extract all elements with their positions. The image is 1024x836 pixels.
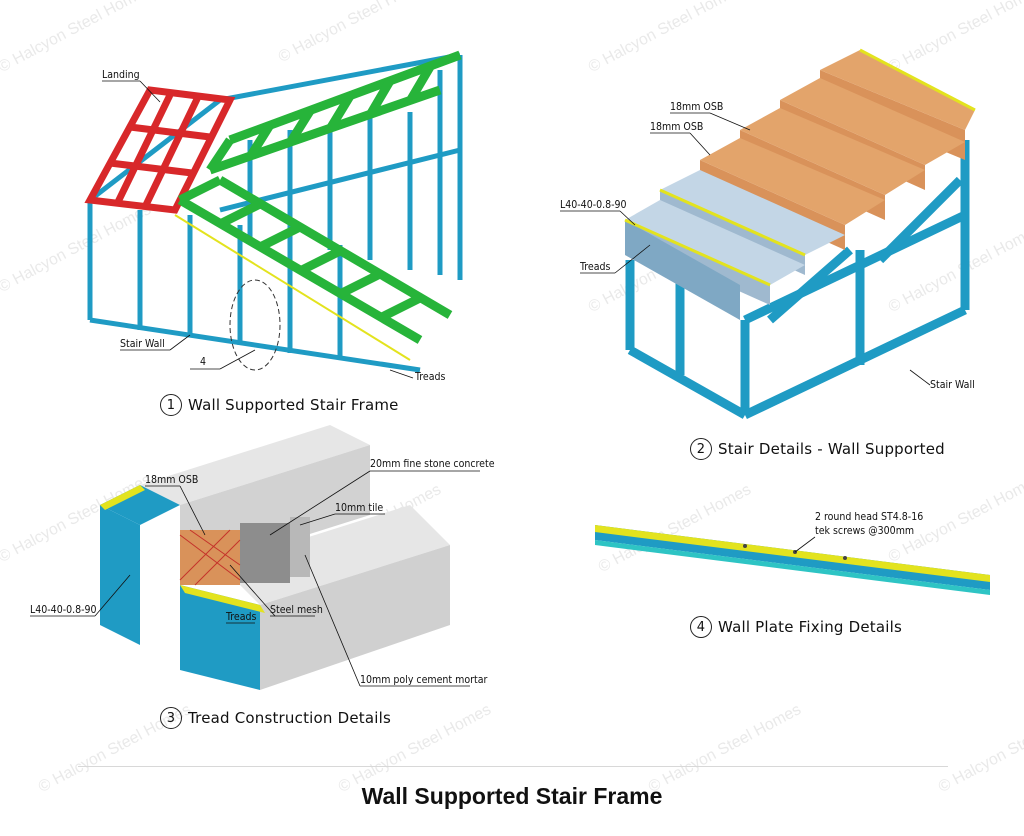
svg-text:10mm poly cement mortar: 10mm poly cement mortar bbox=[360, 674, 487, 686]
label-landing: Landing bbox=[102, 69, 161, 103]
page-title: Wall Supported Stair Frame bbox=[361, 783, 663, 809]
screw bbox=[843, 556, 847, 560]
svg-text:18mm OSB: 18mm OSB bbox=[670, 101, 723, 113]
caption-3: 3 Tread Construction Details bbox=[160, 707, 391, 729]
callout-4: 4 bbox=[190, 349, 256, 370]
wall-plate-illustration: 2 round head ST4.8-16 tek screws @300mm bbox=[595, 511, 990, 595]
divider bbox=[78, 766, 948, 767]
landing-frame bbox=[84, 86, 236, 214]
caption-1: 1 Wall Supported Stair Frame bbox=[160, 394, 399, 416]
svg-text:4: 4 bbox=[200, 356, 206, 368]
label-steel-mesh: Steel mesh bbox=[229, 564, 323, 617]
svg-text:Treads: Treads bbox=[579, 261, 610, 273]
caption-text: Stair Details - Wall Supported bbox=[718, 440, 945, 458]
concrete-section bbox=[240, 523, 290, 583]
label-mortar: 10mm poly cement mortar bbox=[304, 554, 487, 687]
label-stair-wall: Stair Wall bbox=[120, 334, 191, 351]
svg-text:10mm tile: 10mm tile bbox=[335, 502, 383, 514]
caption-number: 4 bbox=[690, 616, 712, 638]
label-angle: L40-40-0.8-90 bbox=[560, 199, 636, 226]
svg-text:Steel mesh: Steel mesh bbox=[270, 604, 323, 616]
grey-treads bbox=[625, 170, 845, 320]
label-concrete: 20mm fine stone concrete bbox=[269, 458, 495, 536]
caption-number: 3 bbox=[160, 707, 182, 729]
upper-flight bbox=[206, 50, 462, 175]
label-stair-wall: Stair Wall bbox=[909, 369, 975, 391]
panel-wall-supported-frame: Landing Stair Wall 4 Treads bbox=[80, 40, 480, 400]
svg-text:Landing: Landing bbox=[102, 69, 140, 81]
detail-4-marker bbox=[229, 279, 281, 371]
caption-text: Wall Plate Fixing Details bbox=[718, 618, 902, 636]
label-angle: L40-40-0.8-90 bbox=[30, 574, 131, 617]
svg-text:L40-40-0.8-90: L40-40-0.8-90 bbox=[560, 199, 627, 211]
svg-text:20mm fine stone concrete: 20mm fine stone concrete bbox=[370, 458, 495, 470]
screw bbox=[743, 544, 747, 548]
svg-text:Treads: Treads bbox=[225, 611, 256, 623]
label-treads: Treads bbox=[579, 244, 651, 274]
caption-number: 1 bbox=[160, 394, 182, 416]
label-osb-bottom: 18mm OSB bbox=[650, 121, 711, 156]
label-treads: Treads bbox=[225, 611, 256, 624]
panel-wall-plate: 2 round head ST4.8-16 tek screws @300mm bbox=[595, 500, 995, 610]
panel-stair-details: 18mm OSB 18mm OSB L40-40-0.8-90 Treads S… bbox=[560, 30, 990, 430]
label-osb-top: 18mm OSB bbox=[670, 101, 751, 131]
caption-text: Wall Supported Stair Frame bbox=[188, 396, 399, 414]
svg-text:Stair Wall: Stair Wall bbox=[120, 338, 165, 350]
stair-details-illustration: 18mm OSB 18mm OSB L40-40-0.8-90 Treads S… bbox=[560, 48, 976, 420]
caption-2: 2 Stair Details - Wall Supported bbox=[690, 438, 945, 460]
lower-flight bbox=[177, 175, 453, 344]
svg-text:L40-40-0.8-90: L40-40-0.8-90 bbox=[30, 604, 97, 616]
caption-text: Tread Construction Details bbox=[188, 709, 391, 727]
label-screws: 2 round head ST4.8-16 tek screws @300mm bbox=[794, 511, 923, 553]
svg-text:Stair Wall: Stair Wall bbox=[930, 379, 975, 391]
svg-text:2 round head ST4.8-16: 2 round head ST4.8-16 bbox=[815, 511, 923, 523]
svg-text:18mm OSB: 18mm OSB bbox=[650, 121, 703, 133]
label-treads: Treads bbox=[389, 369, 445, 383]
panel-tread-construction: 18mm OSB 20mm fine stone concrete 10mm t… bbox=[30, 425, 500, 705]
label-tile: 10mm tile bbox=[299, 502, 385, 526]
tread-construction-illustration: 18mm OSB 20mm fine stone concrete 10mm t… bbox=[30, 425, 495, 690]
svg-text:tek screws @300mm: tek screws @300mm bbox=[815, 525, 914, 537]
svg-text:18mm OSB: 18mm OSB bbox=[145, 474, 198, 486]
label-osb: 18mm OSB bbox=[145, 474, 206, 536]
svg-text:Treads: Treads bbox=[414, 371, 445, 383]
caption-4: 4 Wall Plate Fixing Details bbox=[690, 616, 902, 638]
caption-number: 2 bbox=[690, 438, 712, 460]
frame-illustration: Landing Stair Wall 4 Treads bbox=[84, 50, 463, 383]
